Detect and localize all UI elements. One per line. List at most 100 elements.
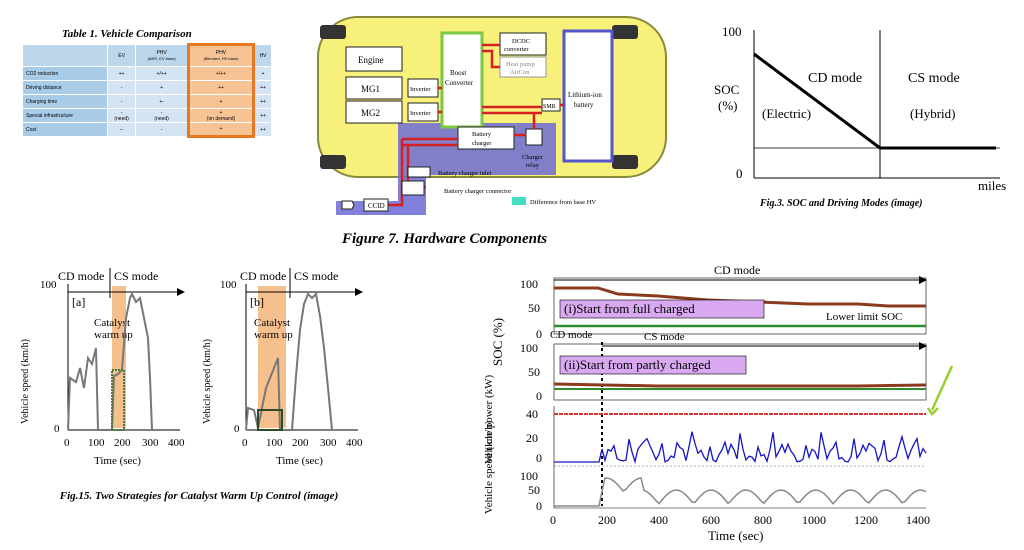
engine-box	[345, 46, 403, 72]
table-cell: +/++	[135, 66, 189, 81]
hardware-diagram: Engine MG1 MG2 Inverter Inverter Boost C…	[317, 16, 667, 215]
warm-box-b	[257, 409, 283, 431]
inverter1-label: Inverter	[410, 86, 431, 93]
table-cell: ++	[106, 66, 137, 81]
label-ii: (ii)Start from partly charged	[564, 357, 711, 372]
a-y0: 0	[54, 423, 60, 435]
panel-a: CD mode CS mode [a] Catalyst warm up	[58, 268, 185, 431]
green-arrow-icon	[930, 365, 954, 411]
cd-mode-top: CD mode	[714, 263, 760, 277]
ccid-box	[363, 198, 389, 212]
svg-text:1200: 1200	[854, 513, 878, 527]
table-row: CO2 reduction+++/+++/+++	[22, 66, 272, 81]
table-header-cell	[22, 44, 108, 67]
smr-label: SMR	[543, 104, 556, 110]
b-xlabel: Time (sec)	[276, 455, 323, 467]
svg-text:300: 300	[320, 437, 337, 449]
soc2-y50: 50	[528, 365, 540, 379]
battery-label: Lithium-ion	[568, 91, 602, 99]
table-cell: ++	[253, 94, 272, 109]
b-y0: 0	[234, 423, 240, 435]
figure7-caption: Figure 7. Hardware Components	[342, 231, 548, 247]
ccid-label: CCID	[368, 202, 385, 210]
table-cell: +	[186, 94, 256, 109]
converter-label: Converter	[445, 79, 474, 87]
svg-text:1000: 1000	[802, 513, 826, 527]
table-cell: +	[186, 122, 256, 138]
svg-text:400: 400	[650, 513, 668, 527]
table-cell: -	[106, 94, 137, 109]
y-tick-0: 0	[736, 166, 743, 181]
label-i: (i)Start from full charged	[564, 301, 695, 316]
table-cell: --	[106, 122, 137, 137]
speed-y0: 0	[536, 499, 542, 513]
y-label-pct: (%)	[718, 98, 738, 113]
connector-box	[401, 180, 425, 196]
fig3-caption: Fig.3. SOC and Driving Modes (image)	[760, 198, 923, 209]
panel-a-warm: Catalyst	[94, 317, 130, 329]
power-y20: 20	[526, 431, 538, 445]
power-ylabel: Vehicle power (kW)	[483, 374, 495, 464]
wheels	[320, 25, 638, 169]
table-header-sub: (AER, EV base)	[147, 55, 176, 61]
table1-title: Table 1. Vehicle Comparison	[62, 28, 192, 40]
panel-b-tag: [b]	[250, 295, 264, 309]
svg-text:100: 100	[88, 437, 105, 449]
ts-xticks: 0 200 400 600 800 1000 1200 1400	[550, 513, 930, 527]
soc1-y0: 0	[536, 327, 542, 341]
warm-box-a	[111, 369, 125, 431]
soc1-y50: 50	[528, 301, 540, 315]
fig3-soc-modes: 100 0 SOC (%) CD mode CS mode (Electric)…	[714, 24, 1006, 193]
mg2-box	[345, 100, 403, 124]
legend-swatch	[512, 197, 526, 205]
b-y100: 100	[220, 279, 237, 291]
row-label: CO2 reduction	[22, 66, 108, 81]
table-cell: -	[106, 80, 137, 95]
b-xticks: 0 100 200 300 400	[242, 437, 363, 449]
table-cell: +-	[135, 94, 189, 109]
row-label: Special infrastructure	[22, 108, 108, 123]
power-trace	[554, 431, 927, 465]
boost-label: Boost	[450, 69, 466, 77]
speed-y50: 50	[528, 483, 540, 497]
table-cell: +	[135, 80, 189, 95]
svg-text:100: 100	[266, 437, 283, 449]
cs-mode-label: CS mode	[908, 71, 960, 86]
table-row: Driving distance-+++++	[22, 80, 272, 95]
relay-label: Charger	[522, 154, 544, 161]
svg-text:1400: 1400	[906, 513, 930, 527]
soc-ylabel: SOC (%)	[490, 318, 505, 366]
table-cell: ++	[253, 80, 272, 95]
y-tick-100: 100	[722, 24, 742, 39]
svg-text:300: 300	[142, 437, 159, 449]
ts-xlabel: Time (sec)	[708, 528, 764, 543]
power-y0: 0	[536, 451, 542, 465]
orange-band-a	[112, 286, 126, 428]
soc-curve-2	[553, 382, 927, 388]
soc-curve	[753, 52, 996, 150]
speed-ylabel: Vehicle speed (km/h)	[483, 420, 495, 514]
x-label-miles: miles	[978, 178, 1006, 193]
inlet-label: Battery charger inlet	[438, 170, 491, 177]
panel-a-tag: [a]	[72, 295, 85, 309]
relay-box	[525, 128, 543, 146]
table-cell: -	[135, 122, 189, 137]
svg-text:800: 800	[754, 513, 772, 527]
panel-a-cd: CD mode	[58, 269, 104, 283]
panel-b-cd: CD mode	[240, 269, 286, 283]
fig15-panels: CD mode CS mode [a] Catalyst warm up CD …	[20, 268, 363, 467]
b-ylabel: Vehicle speed (km/h)	[202, 339, 213, 424]
dcdc-label: DCDC	[512, 38, 530, 45]
boost-converter-box	[440, 31, 484, 129]
mg1-box	[345, 76, 403, 100]
label-i-box	[559, 299, 765, 319]
cd-mode-mid: CD mode	[550, 329, 593, 341]
table-cell: +	[253, 66, 272, 81]
inverter2-label: Inverter	[410, 110, 431, 117]
inlet-box	[407, 166, 431, 178]
svg-text:400: 400	[346, 437, 363, 449]
svg-text:200: 200	[114, 437, 131, 449]
table-cell: - (need)	[106, 108, 137, 123]
charger-label: Battery	[472, 131, 492, 138]
